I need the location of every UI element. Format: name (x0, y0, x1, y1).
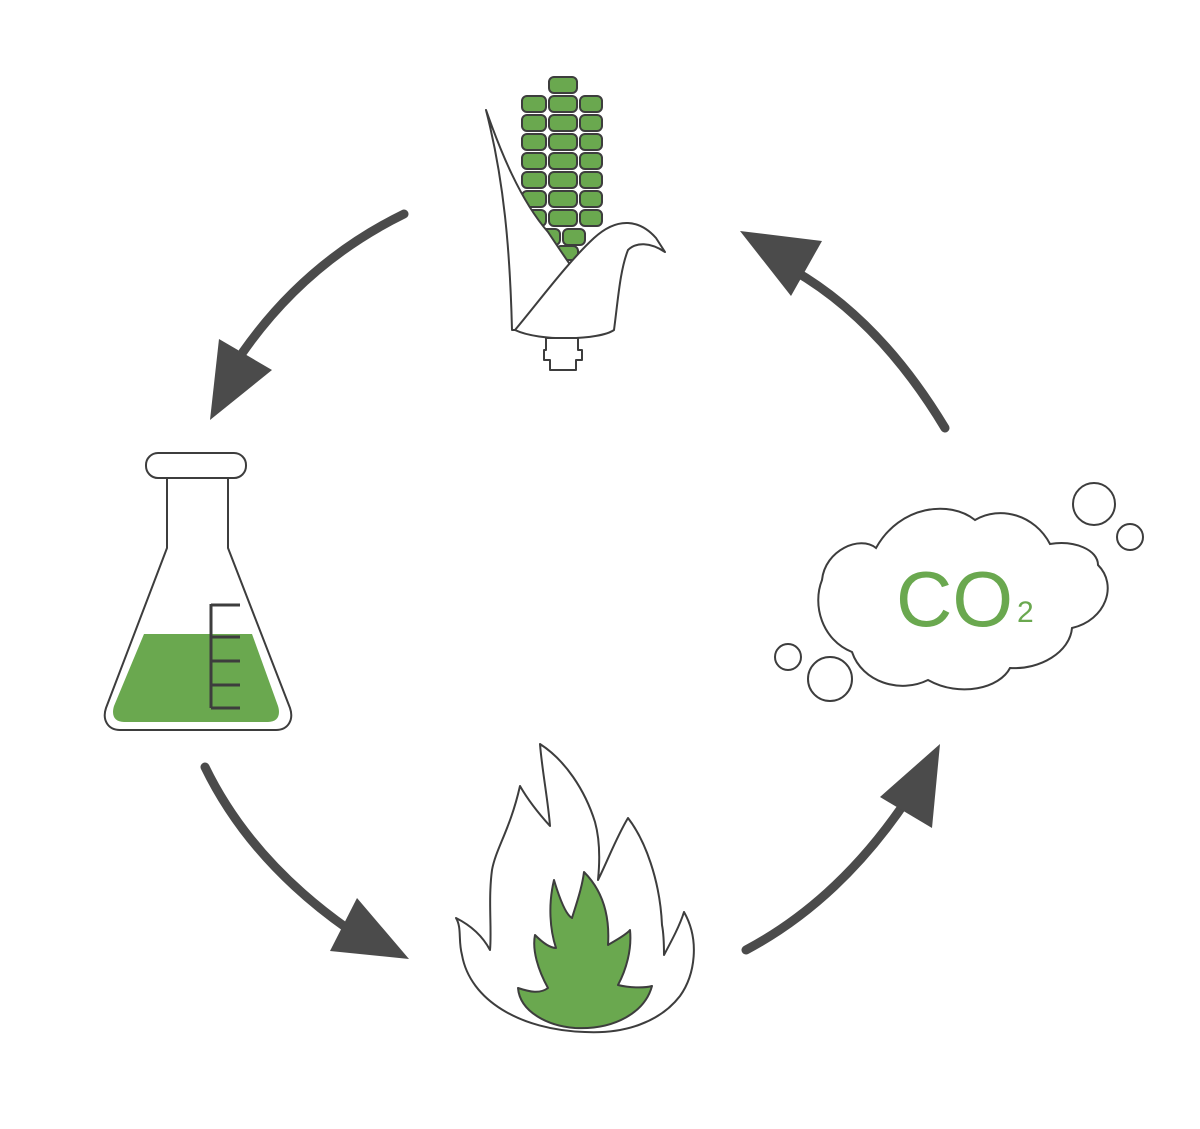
cloud-shape (817, 507, 1109, 691)
bubble-top-large (1072, 482, 1116, 526)
flask-liquid (113, 634, 279, 722)
co2-label: CO (896, 555, 1013, 643)
corn-husk-right (514, 222, 666, 340)
cycle-arrows (200, 209, 950, 959)
co2-label-subscript: 2 (1017, 596, 1034, 629)
arrow-flask-to-fire (200, 762, 409, 959)
flame-icon (455, 743, 695, 1034)
flame-outer (455, 743, 695, 1034)
flame-inner (517, 871, 653, 1030)
flask-icon (103, 452, 293, 731)
bubble-bottom-small (774, 643, 802, 671)
corn-icon (485, 76, 666, 371)
cloud-icon (774, 482, 1144, 702)
flask-graduation-marks (209, 603, 240, 710)
bubble-bottom-large (807, 656, 853, 702)
arrow-co2-to-corn (740, 231, 950, 433)
bubble-top-small (1116, 523, 1144, 551)
arrow-corn-to-flask (210, 209, 409, 420)
co2-label-main: CO (896, 555, 1013, 643)
corn-stem (543, 337, 583, 371)
arrow-fire-to-co2 (741, 744, 940, 955)
flask-cap (145, 452, 247, 479)
